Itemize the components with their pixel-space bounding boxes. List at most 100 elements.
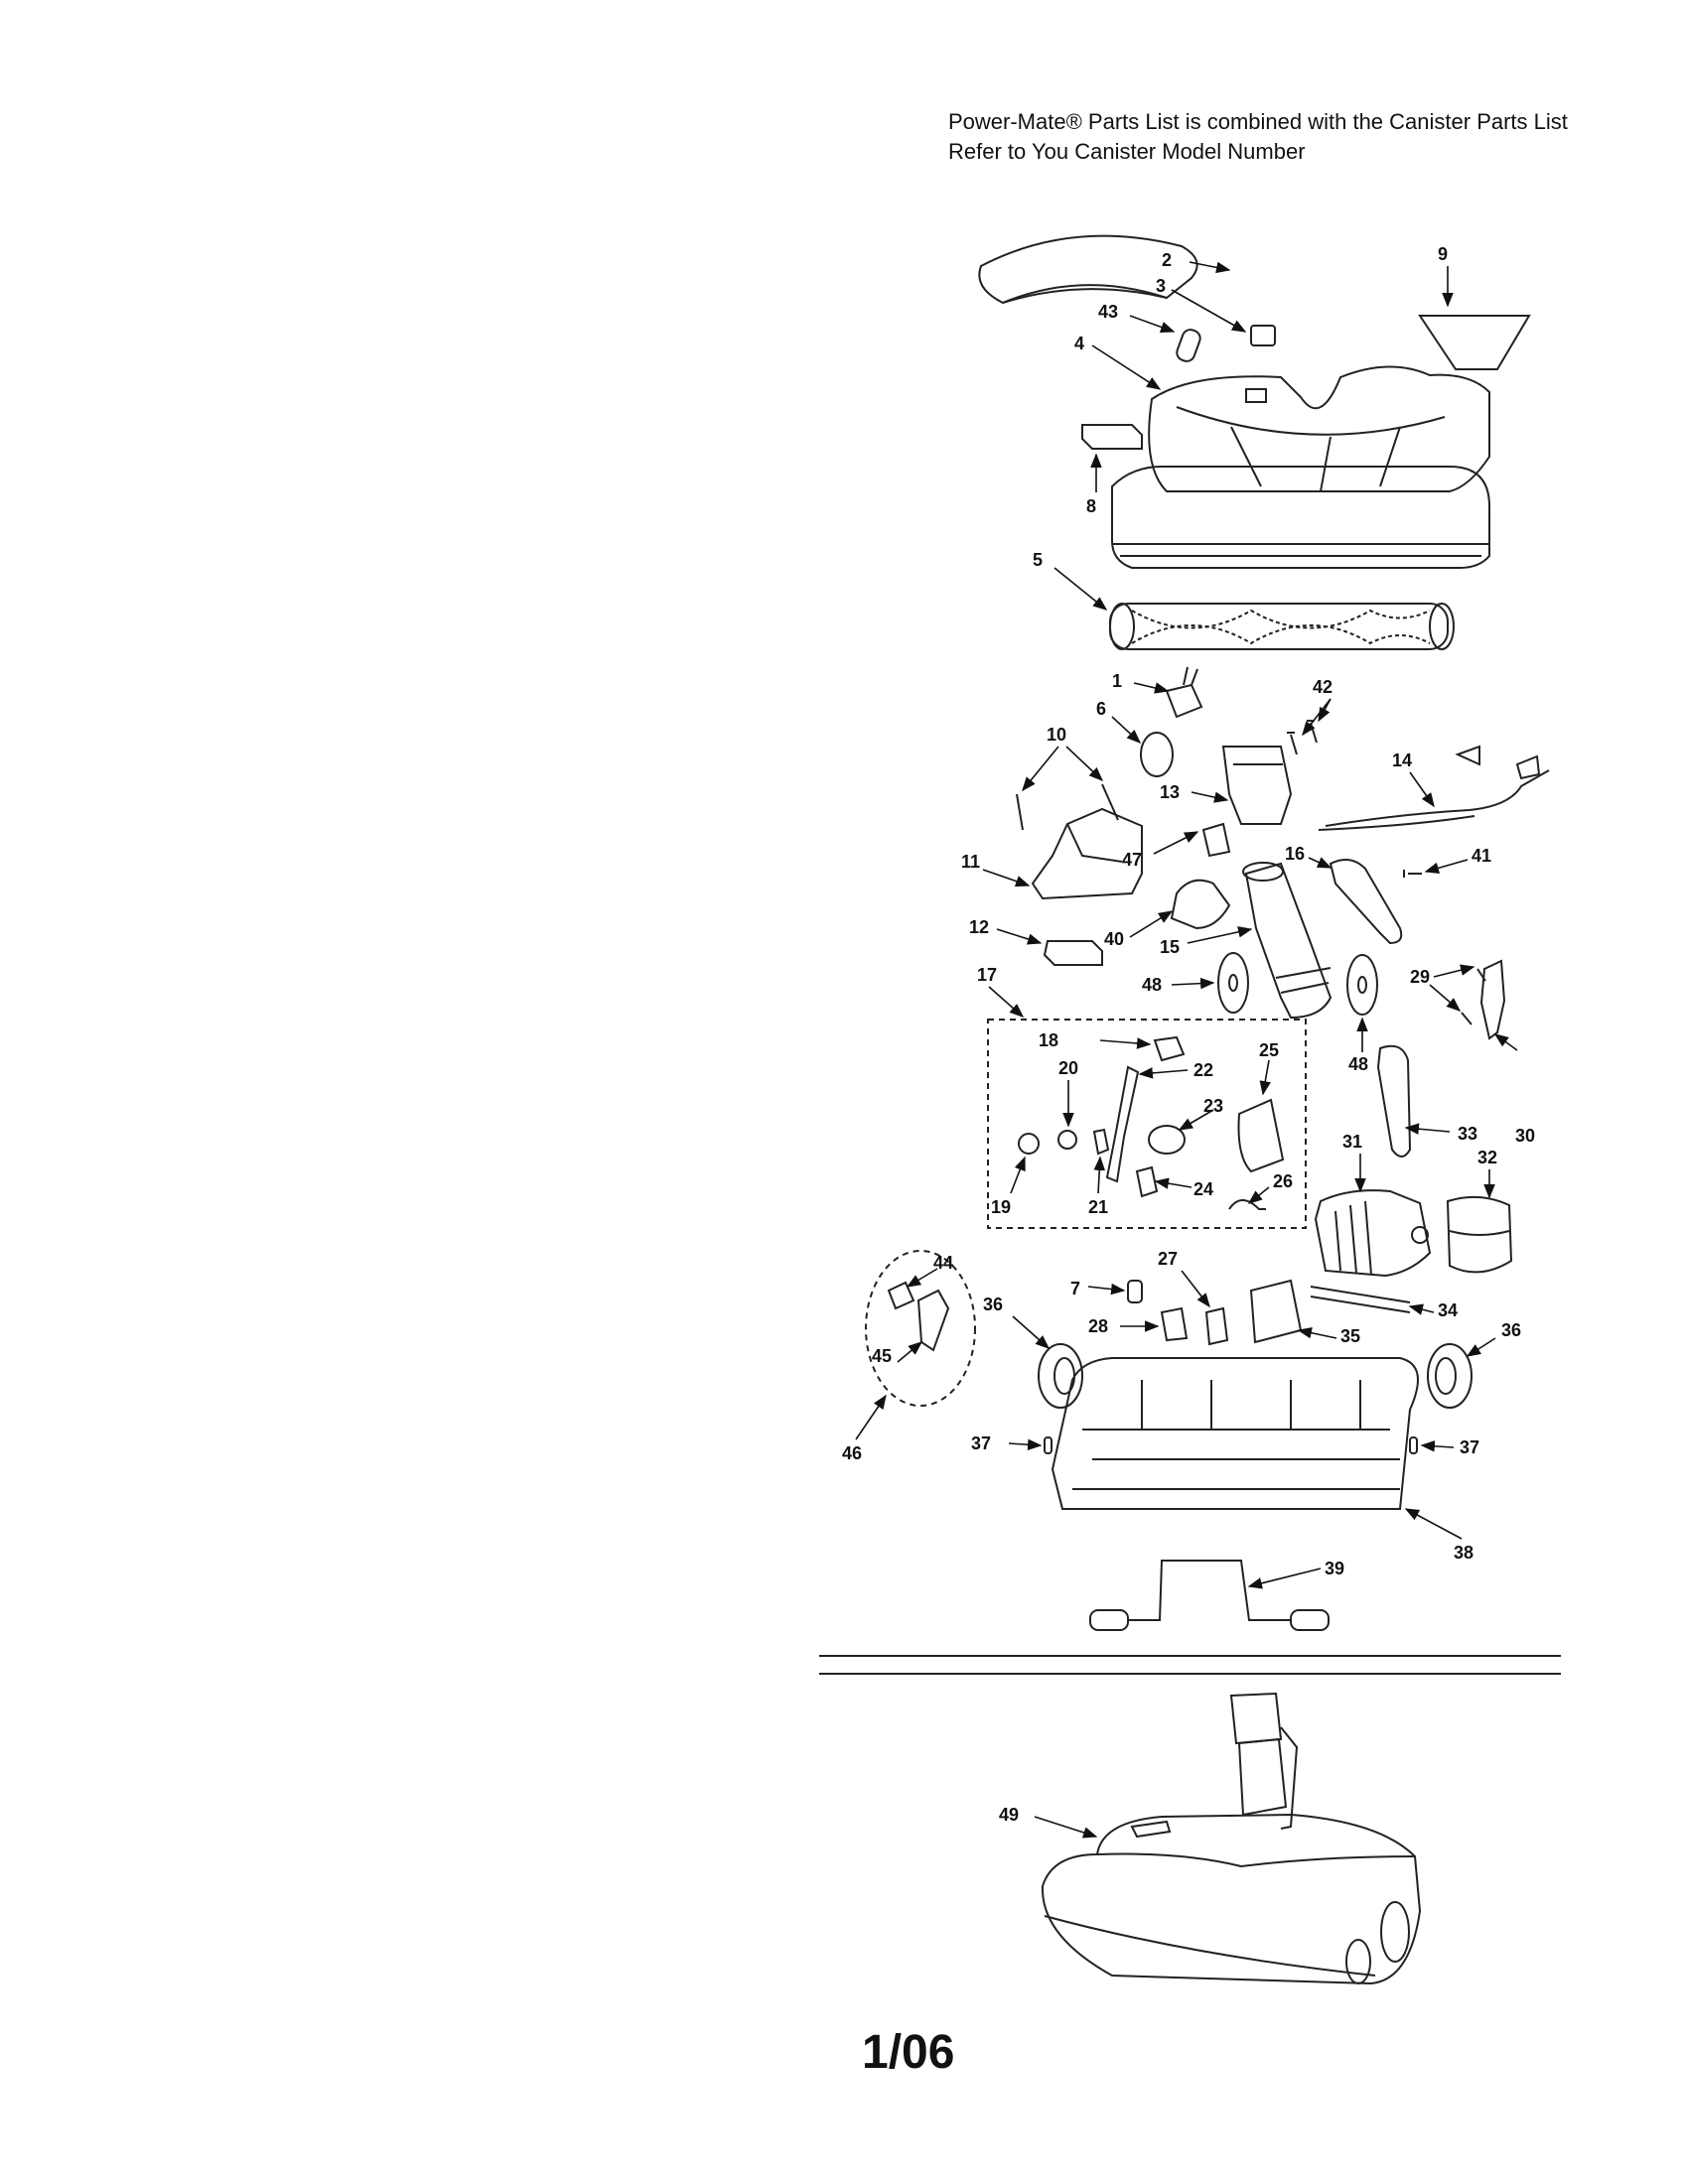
leader-46 [855,1394,887,1440]
part-neck [1244,862,1333,1020]
part-19 [1018,1133,1040,1155]
part-35 [1249,1279,1303,1344]
leader-45 [897,1341,923,1363]
callout-8: 8 [1086,496,1096,516]
part-bulb [1140,732,1174,777]
leader-13 [1191,791,1229,803]
callout-39: 39 [1325,1559,1344,1578]
callout-48a: 48 [1142,975,1162,995]
callout-46: 46 [842,1443,862,1463]
callout-36b: 36 [1501,1320,1521,1340]
callout-3: 3 [1156,276,1166,296]
callout-19: 19 [991,1197,1011,1217]
part-bracket [1031,807,1143,900]
callout-34: 34 [1438,1300,1458,1320]
leader-36a [1012,1315,1051,1349]
part-screw-41 [1403,870,1422,878]
leader-21 [1093,1156,1106,1194]
callout-14: 14 [1392,751,1412,770]
part-25 [1237,1098,1285,1173]
leader-38 [1404,1508,1463,1540]
callout-5: 5 [1033,550,1043,570]
leader-34 [1408,1303,1435,1315]
leader-39 [1247,1568,1322,1589]
callout-31: 31 [1342,1132,1362,1152]
callout-38: 38 [1454,1543,1474,1563]
leader-14 [1409,771,1435,808]
callout-40: 40 [1104,929,1124,949]
callout-44: 44 [933,1253,953,1273]
part-22 [1105,1065,1140,1183]
leader-42a [1302,698,1332,737]
callout-2: 2 [1162,250,1172,270]
part-lamp-socket [1165,666,1203,719]
callout-48b: 48 [1348,1054,1368,1074]
part-plate-30 [1479,959,1506,1040]
part-plate-47 [1201,822,1231,858]
leader-37b [1420,1440,1455,1452]
part-filter [1418,315,1531,370]
leader-16 [1308,857,1333,869]
part-27 [1204,1306,1229,1346]
header-note: Power-Mate® Parts List is combined with … [948,107,1643,167]
part-wheel-48b [1346,954,1378,1016]
part-lens [1176,329,1201,362]
part-bumper [1081,424,1143,450]
callout-37b: 37 [1460,1437,1479,1457]
leader-3 [1171,289,1247,333]
leader-43 [1129,315,1176,333]
part-base-housing [1051,1357,1419,1510]
part-18 [1153,1035,1186,1062]
leader-29a [1433,964,1475,978]
callout-23: 23 [1203,1096,1223,1116]
leader-4 [1091,344,1162,390]
callout-33: 33 [1458,1124,1477,1144]
part-pad [1250,325,1276,346]
leader-35 [1297,1327,1337,1339]
part-cord [1325,769,1550,827]
part-28 [1160,1306,1189,1342]
part-wheel-36a [1038,1343,1083,1409]
part-hose-connector [1221,746,1293,825]
leader-33 [1404,1123,1451,1135]
part-screws-42 [1287,720,1318,755]
callout-41: 41 [1472,846,1491,866]
part-clip-40 [1170,879,1231,930]
callout-45: 45 [872,1346,892,1366]
part-21 [1092,1128,1110,1156]
part-nozzle-front [1111,466,1490,569]
part-handle-lever [1329,859,1403,945]
callout-25: 25 [1259,1040,1279,1060]
part-brush-roll [1109,603,1455,650]
group-46-circle [865,1250,976,1407]
page-number: 1/06 [862,2026,955,2079]
callout-22: 22 [1193,1060,1213,1080]
part-pin-37a [1044,1436,1052,1454]
leader-44 [906,1268,938,1288]
callout-13: 13 [1160,782,1180,802]
leader-37a [1008,1438,1043,1450]
part-pin-37b [1409,1436,1418,1454]
part-7 [1127,1280,1143,1303]
part-axle [1127,1560,1291,1621]
leader-30 [1493,1033,1518,1051]
callout-24: 24 [1193,1179,1213,1199]
header-line-1: Power-Mate® Parts List is combined with … [948,109,1568,134]
part-24 [1135,1165,1159,1198]
callout-7: 7 [1070,1279,1080,1298]
part-motor [1314,1189,1432,1278]
callout-26: 26 [1273,1171,1293,1191]
leader-10b [1065,746,1104,781]
callout-37a: 37 [971,1433,991,1453]
callout-1: 1 [1112,671,1122,691]
part-fan-housing [1446,1195,1513,1274]
leader-23 [1178,1109,1214,1131]
callout-42: 42 [1313,677,1333,697]
leader-19 [1010,1156,1026,1194]
leader-42b [1318,698,1332,723]
callout-9: 9 [1438,244,1448,264]
leader-41 [1424,859,1469,874]
leader-6 [1111,716,1142,744]
callout-17: 17 [977,965,997,985]
